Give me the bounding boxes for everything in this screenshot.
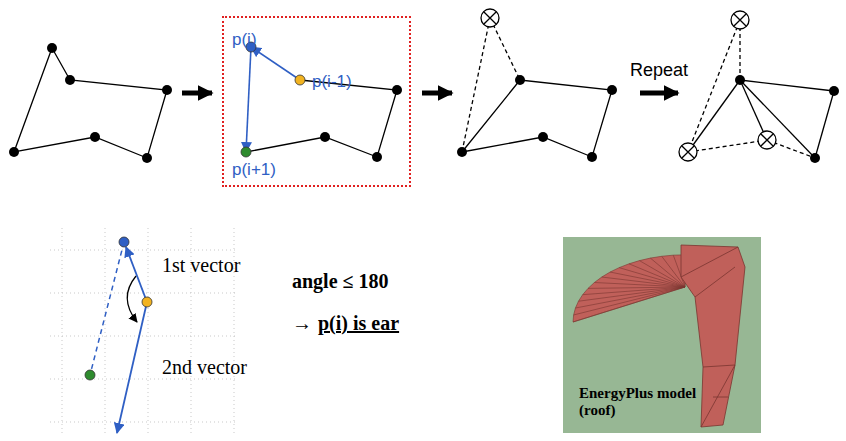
polygon-edge bbox=[490, 18, 520, 80]
vertex-dot bbox=[457, 147, 467, 157]
panel-caption: EnergyPlus model (roof) bbox=[579, 385, 709, 420]
vector-label: 1st vector bbox=[162, 254, 240, 277]
polygon-edge bbox=[462, 80, 612, 157]
implies-arrow: → bbox=[292, 312, 312, 335]
vertex-dot bbox=[47, 43, 57, 53]
removed-vertex-symbol bbox=[481, 9, 499, 27]
vertex-pi bbox=[119, 237, 129, 247]
conclusion-text: p(i) is ear bbox=[318, 312, 399, 335]
polygon-edge bbox=[688, 140, 767, 152]
step-label: Repeat bbox=[630, 60, 688, 81]
step-arrow bbox=[182, 91, 212, 96]
roof-model-panel: EnergyPlus model (roof) bbox=[563, 237, 761, 433]
second-vector bbox=[117, 302, 147, 433]
vector-label: 2nd vector bbox=[162, 356, 247, 379]
vector-arrow bbox=[246, 47, 251, 152]
angle-arc bbox=[127, 276, 137, 322]
vector-arrow bbox=[251, 47, 300, 80]
vertex-dot bbox=[735, 75, 745, 85]
vertex-label: p(i+1) bbox=[232, 160, 276, 180]
vertex-label: p(i-1) bbox=[312, 72, 352, 92]
step-arrow bbox=[422, 91, 452, 96]
vertex-dot bbox=[607, 85, 617, 95]
removed-vertex-symbol bbox=[758, 131, 776, 149]
vertex-pi+1 bbox=[85, 370, 95, 380]
ear-highlight-box: p(i) p(i-1) p(i+1) bbox=[222, 16, 411, 187]
polygon-edge bbox=[815, 91, 834, 158]
polygon-edge bbox=[14, 48, 167, 158]
vertex-dot bbox=[142, 153, 152, 163]
polygon-edge bbox=[462, 18, 490, 152]
polygon-edge bbox=[740, 80, 767, 140]
vertex-pi-1 bbox=[295, 75, 305, 85]
vertex-dot bbox=[372, 152, 382, 162]
polygon-edge bbox=[688, 20, 740, 152]
vertex-dot bbox=[392, 85, 402, 95]
removed-vertex-symbol bbox=[731, 11, 749, 29]
vertex-dot bbox=[538, 132, 548, 142]
polygon-edge bbox=[740, 80, 815, 158]
vertex-dot bbox=[810, 153, 820, 163]
vertex-dot bbox=[587, 152, 597, 162]
vertex-dot bbox=[320, 132, 330, 142]
vertex-dot bbox=[9, 147, 19, 157]
vertex-label: p(i) bbox=[232, 30, 257, 50]
step-arrow bbox=[640, 91, 678, 96]
vertex-dot bbox=[65, 75, 75, 85]
vertex-dot bbox=[162, 85, 172, 95]
vertex-pi-1 bbox=[142, 297, 152, 307]
dashed-vector bbox=[90, 242, 124, 375]
polygon-edge bbox=[740, 80, 834, 91]
polygon-edge bbox=[246, 80, 397, 157]
vertex-dot bbox=[829, 86, 839, 96]
vertex-pi+1 bbox=[241, 147, 251, 157]
vertex-dot bbox=[515, 75, 525, 85]
removed-vertex-symbol bbox=[679, 143, 697, 161]
vertex-dot bbox=[90, 132, 100, 142]
condition-text: angle ≤ 180 bbox=[292, 270, 389, 293]
polygon-edge bbox=[688, 80, 740, 152]
first-vector bbox=[126, 247, 147, 302]
